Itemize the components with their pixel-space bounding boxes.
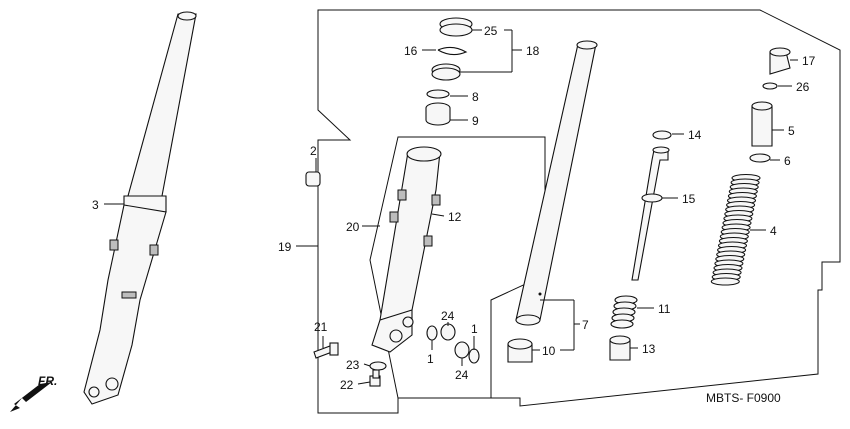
diagram-code: MBTS- F0900 bbox=[706, 391, 781, 405]
callout-14: 14 bbox=[688, 128, 702, 142]
callout-8: 8 bbox=[472, 90, 479, 104]
callout-26: 26 bbox=[796, 80, 810, 94]
spring-coil bbox=[710, 277, 740, 286]
bolts-washers bbox=[313, 342, 387, 387]
callout-20: 20 bbox=[346, 220, 360, 234]
callout-6: 6 bbox=[784, 154, 791, 168]
callout-3: 3 bbox=[92, 198, 99, 212]
fork-seals bbox=[425, 17, 473, 126]
callout-18: 18 bbox=[526, 44, 540, 58]
callout-1: 1 bbox=[471, 322, 478, 336]
callout-23: 23 bbox=[346, 358, 360, 372]
fork-tube bbox=[507, 40, 598, 363]
callout-11: 11 bbox=[658, 302, 671, 316]
fork-slider bbox=[371, 146, 442, 353]
assembly-outline bbox=[317, 9, 841, 414]
callout-4: 4 bbox=[770, 224, 777, 238]
assembled-fork-leg bbox=[83, 11, 197, 405]
front-direction-arrow: FR. bbox=[10, 374, 57, 412]
damper-rod bbox=[631, 130, 672, 281]
callout-25: 25 bbox=[484, 24, 498, 38]
part-2-plug bbox=[305, 171, 321, 187]
callout-24: 24 bbox=[455, 368, 469, 382]
callout-13: 13 bbox=[642, 342, 656, 356]
slider-outline bbox=[369, 136, 546, 399]
callout-9: 9 bbox=[472, 114, 479, 128]
leader-lines bbox=[104, 29, 798, 385]
callouts: 1 1 2 3 4 5 6 7 8 9 10 11 12 13 14 15 16… bbox=[92, 24, 816, 392]
callout-15: 15 bbox=[682, 192, 696, 206]
callout-17: 17 bbox=[802, 54, 816, 68]
callout-21: 21 bbox=[314, 320, 328, 334]
callout-19: 19 bbox=[278, 240, 292, 254]
front-direction-label: FR. bbox=[38, 374, 57, 388]
rebound-spring bbox=[609, 295, 638, 361]
callout-2: 2 bbox=[310, 144, 317, 158]
callout-22: 22 bbox=[340, 378, 354, 392]
callout-12: 12 bbox=[448, 210, 462, 224]
callout-7: 7 bbox=[582, 318, 589, 332]
callout-16: 16 bbox=[404, 44, 418, 58]
callout-5: 5 bbox=[788, 124, 795, 138]
callout-1: 1 bbox=[427, 352, 434, 366]
fork-cap-spring bbox=[749, 47, 791, 163]
main-spring bbox=[710, 173, 761, 286]
callout-24: 24 bbox=[441, 309, 455, 323]
callout-10: 10 bbox=[542, 344, 556, 358]
